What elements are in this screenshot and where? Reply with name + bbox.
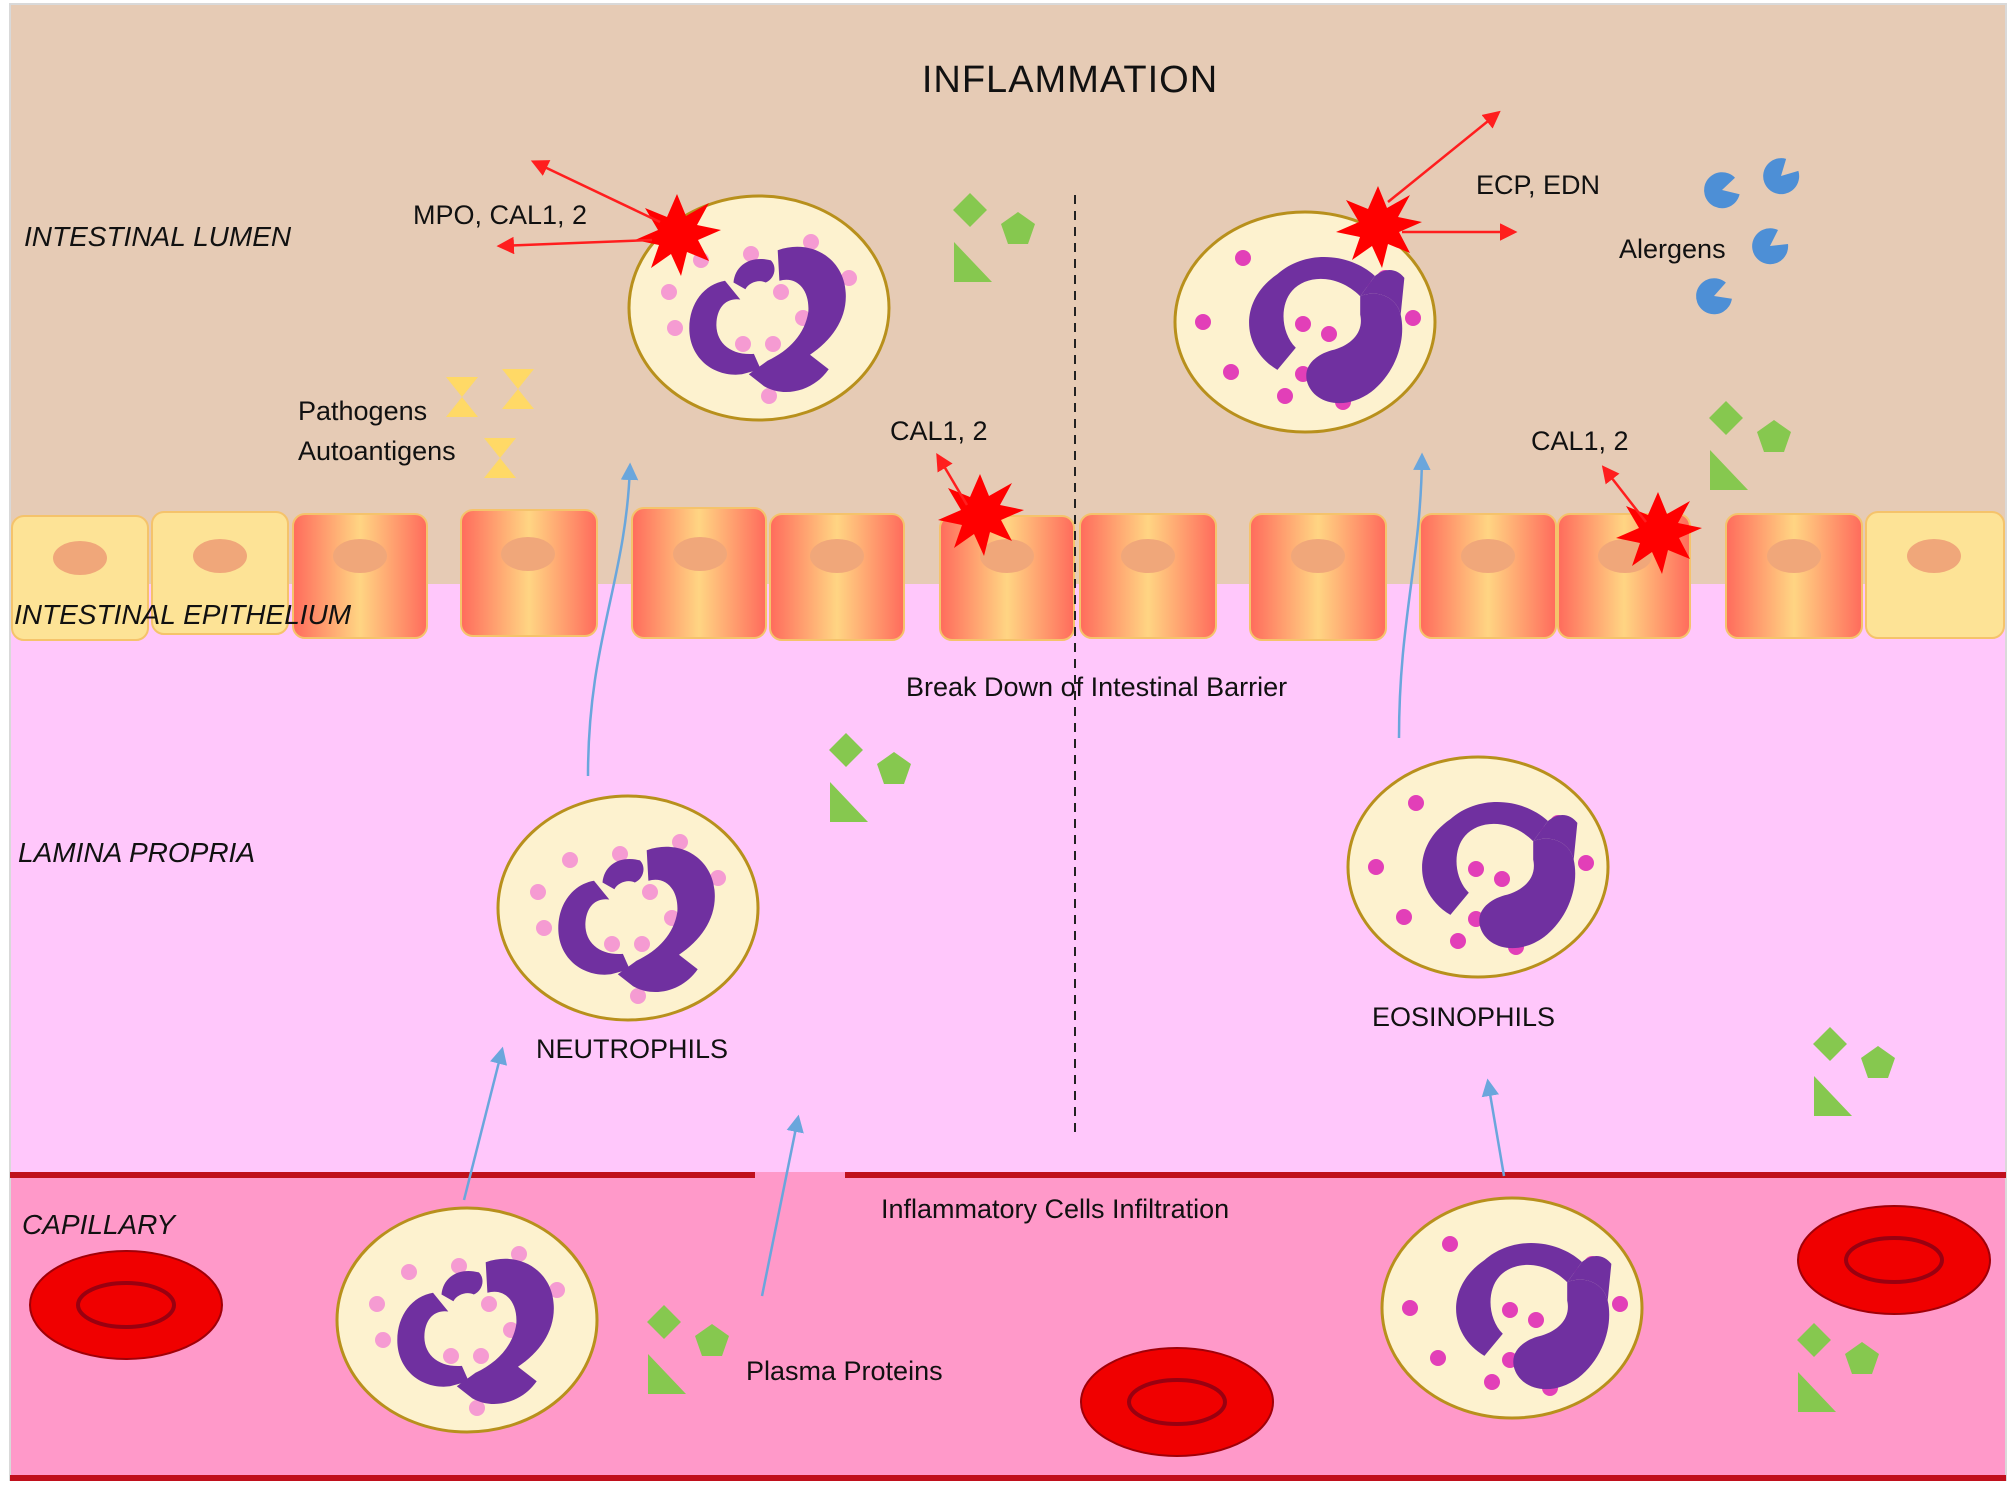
eosinophil-capillary xyxy=(1380,1196,1644,1420)
epithelial-cell xyxy=(769,513,905,641)
neutrophil-lamina xyxy=(496,794,760,1022)
diagram-title: INFLAMMATION xyxy=(922,59,1218,101)
epithelial-cell xyxy=(939,515,1075,641)
label-ecp-edn: ECP, EDN xyxy=(1476,170,1600,200)
epithelial-cell xyxy=(1249,513,1387,641)
epithelial-cell xyxy=(631,507,767,639)
red-blood-cell xyxy=(28,1249,224,1361)
eosinophil-lamina xyxy=(1346,755,1610,979)
label-eosinophils: EOSINOPHILS xyxy=(1372,1002,1555,1032)
layer-label-capillary: CAPILLARY xyxy=(22,1209,177,1240)
label-mpo: MPO, CAL1, 2 xyxy=(413,200,587,230)
label-neutrophils: NEUTROPHILS xyxy=(536,1034,728,1064)
label-barrier-breakdown: Break Down of Intestinal Barrier xyxy=(906,672,1287,702)
release-arrows xyxy=(496,110,1647,523)
layer-label-epithelium: INTESTINAL EPITHELIUM xyxy=(14,599,352,630)
epithelium-layer xyxy=(11,507,2005,641)
eosinophil-lumen xyxy=(1173,210,1437,434)
neutrophil-capillary xyxy=(335,1206,599,1434)
lamina-propria-region xyxy=(10,584,2006,1178)
layer-label-lamina: LAMINA PROPRIA xyxy=(18,837,255,868)
epithelial-cell xyxy=(11,515,149,641)
red-blood-cell xyxy=(1079,1346,1275,1458)
label-cal-right: CAL1, 2 xyxy=(1531,426,1629,456)
red-blood-cell xyxy=(1796,1204,1992,1316)
label-pathogens: Pathogens xyxy=(298,396,427,426)
epithelial-cell xyxy=(292,513,428,639)
migration-arrows xyxy=(462,452,1506,1297)
epithelial-cell xyxy=(460,509,598,637)
epithelial-cell xyxy=(1725,513,1863,639)
layer-label-lumen: INTESTINAL LUMEN xyxy=(24,221,292,252)
epithelial-cell xyxy=(1865,511,2005,639)
label-cal-left: CAL1, 2 xyxy=(890,416,988,446)
label-infiltration: Inflammatory Cells Infiltration xyxy=(881,1194,1229,1224)
epithelial-cell xyxy=(151,511,289,635)
label-autoantigens: Autoantigens xyxy=(298,436,456,466)
label-allergens: Alergens xyxy=(1619,234,1726,264)
label-plasma-proteins: Plasma Proteins xyxy=(746,1356,943,1386)
epithelial-cell xyxy=(1419,513,1557,639)
epithelial-cell xyxy=(1079,513,1217,639)
